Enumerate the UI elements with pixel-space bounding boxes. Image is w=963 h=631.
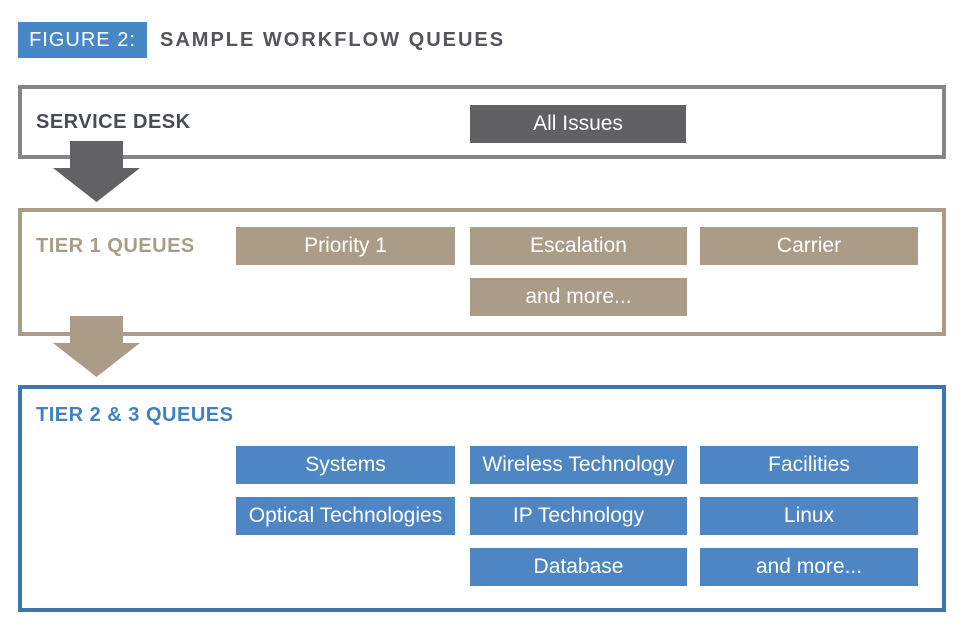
queue-priority-1: Priority 1: [236, 227, 455, 265]
down-arrow-icon: [53, 316, 140, 377]
down-arrow-shape: [53, 141, 140, 202]
queue-all-issues: All Issues: [470, 105, 686, 143]
queue-database: Database: [470, 548, 687, 586]
down-arrow-icon: [53, 141, 140, 202]
tier1-label: TIER 1 QUEUES: [36, 235, 195, 257]
queue-escalation: Escalation: [470, 227, 687, 265]
figure-title: SAMPLE WORKFLOW QUEUES: [160, 29, 506, 51]
down-arrow-shape: [53, 316, 140, 377]
queue-wireless-technology: Wireless Technology: [470, 446, 687, 484]
queue-systems: Systems: [236, 446, 455, 484]
service-desk-box: [18, 85, 946, 159]
service-desk-label: SERVICE DESK: [36, 111, 191, 133]
queue-ip-technology: IP Technology: [470, 497, 687, 535]
queue-optical-technologies: Optical Technologies: [236, 497, 455, 535]
queue-tier1-and-more: and more...: [470, 278, 687, 316]
queue-linux: Linux: [700, 497, 918, 535]
tier2-3-label: TIER 2 & 3 QUEUES: [36, 404, 234, 426]
queue-tier2-3-and-more: and more...: [700, 548, 918, 586]
queue-facilities: Facilities: [700, 446, 918, 484]
queue-carrier: Carrier: [700, 227, 918, 265]
figure-number-chip: FIGURE 2:: [18, 22, 147, 58]
